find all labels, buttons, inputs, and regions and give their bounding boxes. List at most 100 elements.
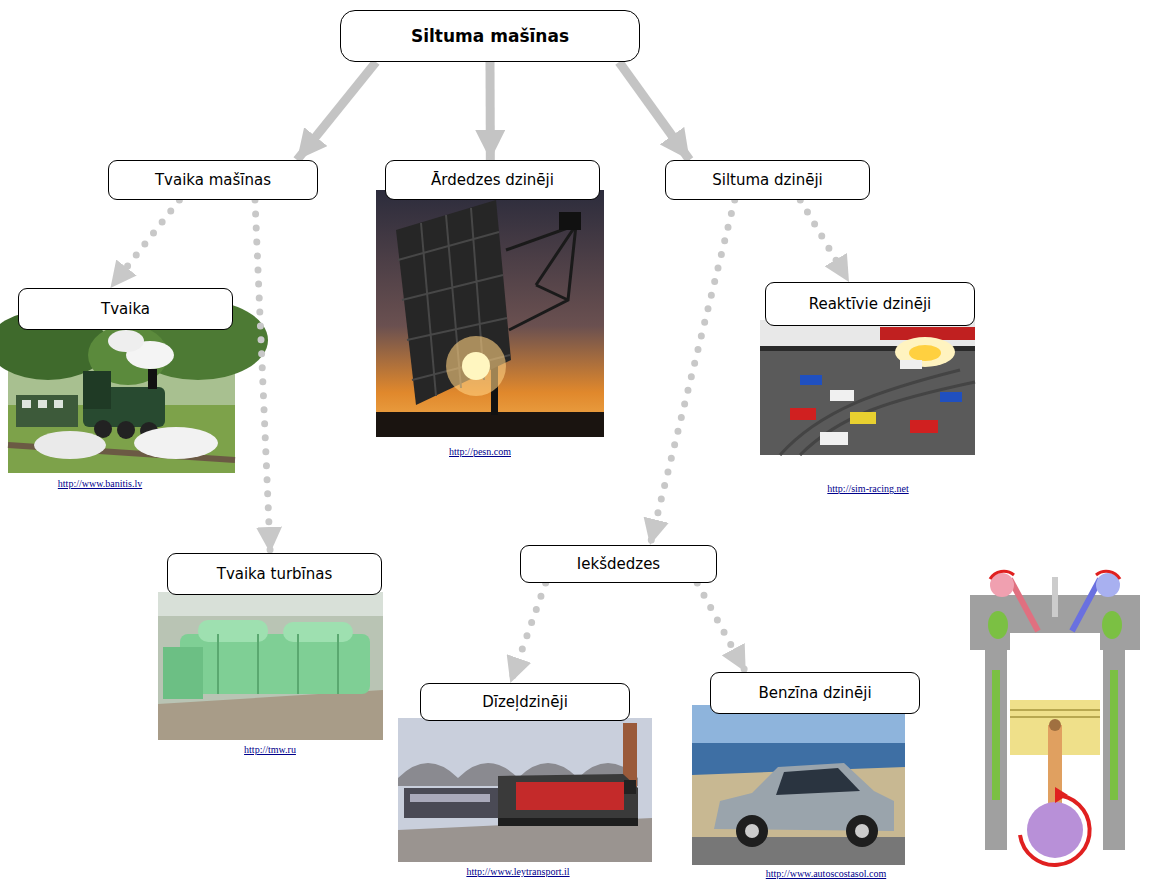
car-photo-part bbox=[776, 768, 860, 795]
diesel-train-photo-part bbox=[516, 782, 624, 810]
category-box: Dīzeļdzinēji bbox=[420, 683, 630, 721]
diesel-train-photo-part bbox=[410, 794, 490, 802]
node-text: Reaktīvie dzinēji bbox=[809, 295, 932, 313]
engine-cylinder-figure-part bbox=[1010, 579, 1038, 631]
steam-train-photo-part bbox=[117, 421, 135, 439]
category-box: Ārdedzes dzinēji bbox=[385, 160, 600, 200]
category-box: Benzīna dzinēji bbox=[710, 672, 920, 714]
solar-dish-photo-part bbox=[446, 336, 506, 396]
solid-arrow bbox=[619, 62, 690, 160]
category-box: Tvaika turbīnas bbox=[167, 553, 382, 595]
steam-turbine-photo-part bbox=[180, 634, 370, 694]
node-text: Siltuma dzinēji bbox=[712, 171, 822, 189]
diesel-train-photo-part bbox=[498, 818, 638, 826]
diesel-train-photo-part bbox=[498, 774, 638, 820]
steam-train-photo-part bbox=[16, 395, 78, 427]
source-url: http://sim-racing.net bbox=[826, 483, 909, 495]
car-photo-part bbox=[745, 824, 759, 838]
solar-dish-photo-part bbox=[559, 212, 581, 230]
engine-cylinder-figure-part bbox=[1010, 633, 1100, 650]
solar-dish-photo-part bbox=[376, 412, 604, 437]
solar-dish-photo-part bbox=[398, 208, 510, 396]
steam-turbine-photo-part bbox=[218, 634, 338, 694]
dotted-arrow bbox=[255, 200, 270, 553]
diesel-train-photo-part bbox=[404, 788, 498, 818]
car-photo-part bbox=[692, 705, 905, 865]
racing-photo-part bbox=[800, 375, 822, 385]
dotted-arrow bbox=[650, 200, 735, 545]
engine-cylinder-figure-part bbox=[1049, 719, 1061, 731]
racing-photo-part bbox=[760, 320, 975, 455]
racing-photo-part bbox=[850, 412, 876, 424]
car-photo bbox=[692, 705, 905, 865]
node-text: Ārdedzes dzinēji bbox=[431, 171, 554, 189]
steam-train-photo-part bbox=[83, 371, 111, 409]
source-url: http://tmw.ru bbox=[243, 744, 297, 756]
dotted-arrow bbox=[510, 583, 545, 683]
engine-cylinder-figure-part bbox=[1096, 571, 1120, 579]
solar-dish-photo-part bbox=[396, 200, 511, 405]
car-photo-part bbox=[846, 815, 878, 847]
steam-turbine-photo-part bbox=[158, 592, 383, 740]
solar-dish-photo-part bbox=[462, 352, 490, 380]
dotted-arrow bbox=[110, 200, 179, 288]
category-box: Reaktīvie dzinēji bbox=[765, 282, 975, 326]
engine-cylinder-figure-part bbox=[992, 670, 1000, 800]
diesel-train-photo-part bbox=[624, 780, 636, 794]
racing-photo-part bbox=[790, 408, 816, 420]
racing-photo bbox=[760, 320, 975, 455]
engine-cylinder-figure-part bbox=[1103, 650, 1125, 850]
root-box: Siltuma mašīnas bbox=[340, 10, 640, 62]
steam-train-photo-part bbox=[38, 400, 47, 408]
steam-train-photo-part bbox=[22, 400, 31, 408]
diesel-train-photo bbox=[398, 718, 652, 862]
engine-cylinder-figure-part bbox=[1020, 795, 1090, 865]
steam-train-photo-part bbox=[148, 369, 157, 389]
racing-photo-part bbox=[900, 360, 922, 369]
steam-turbine-photo bbox=[158, 592, 383, 740]
solar-dish-photo-part bbox=[506, 225, 576, 330]
racing-photo-part bbox=[910, 420, 938, 433]
node-text: Tvaika turbīnas bbox=[217, 565, 333, 583]
node-text: Tvaika bbox=[101, 300, 150, 318]
solid-arrow bbox=[297, 62, 376, 160]
diesel-train-photo-part bbox=[623, 723, 637, 793]
engine-cylinder-figure-part bbox=[1072, 579, 1100, 631]
diesel-train-photo-part bbox=[398, 718, 652, 862]
dotted-arrow bbox=[697, 583, 745, 672]
source-url: http://www.leytransport.il bbox=[465, 866, 570, 878]
car-photo-part bbox=[855, 824, 869, 838]
engine-cylinder-figure-part bbox=[985, 650, 1007, 850]
racing-photo-part bbox=[940, 392, 962, 402]
engine-cylinder-figure-part bbox=[1010, 710, 1100, 717]
category-box: Iekšdedzes bbox=[520, 545, 717, 583]
solar-dish-photo bbox=[376, 190, 604, 437]
node-text: Dīzeļdzinēji bbox=[482, 693, 568, 711]
steam-turbine-photo-part bbox=[163, 647, 203, 699]
source-url: http://www.banitis.lv bbox=[57, 478, 143, 490]
node-text: Benzīna dzinēji bbox=[758, 684, 871, 702]
source-url: http://pesn.com bbox=[448, 446, 512, 458]
engine-cylinder-figure-part bbox=[1110, 670, 1118, 800]
node-text: Tvaika mašīnas bbox=[155, 171, 271, 189]
racing-photo-part bbox=[830, 390, 854, 401]
racing-photo-part bbox=[820, 432, 848, 445]
engine-cylinder-figure-part bbox=[1027, 802, 1083, 858]
steam-train-photo-part bbox=[134, 427, 218, 459]
steam-train-photo-part bbox=[94, 420, 112, 438]
engine-cylinder-figure-part bbox=[1102, 611, 1122, 639]
source-url: http://www.autoscostasol.com bbox=[765, 868, 887, 880]
steam-train-photo-part bbox=[54, 400, 63, 408]
engine-cylinder-figure-part bbox=[1052, 577, 1058, 617]
diesel-train-photo-part bbox=[398, 818, 652, 862]
engine-cylinder-figure-part bbox=[1055, 787, 1068, 803]
node-text: Siltuma mašīnas bbox=[411, 26, 569, 46]
steam-train-photo-part bbox=[108, 330, 144, 352]
steam-turbine-photo-part bbox=[158, 592, 383, 616]
category-box: Tvaika mašīnas bbox=[108, 160, 318, 200]
solar-dish-photo-part bbox=[376, 190, 604, 437]
engine-cylinder-figure bbox=[970, 571, 1140, 865]
car-photo-part bbox=[736, 815, 768, 847]
